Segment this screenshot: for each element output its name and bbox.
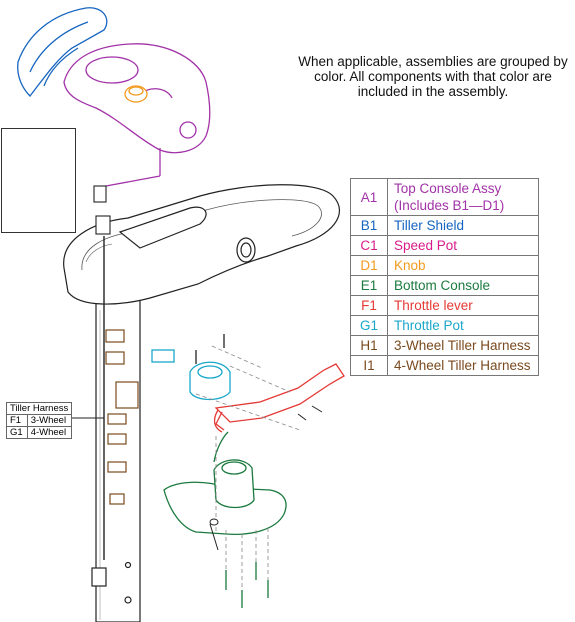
legend-code: I1 [350, 355, 388, 376]
knob [124, 85, 148, 103]
legend-code: B1 [350, 215, 388, 236]
legend-code: F1 [350, 295, 388, 316]
legend-label: Tiller Shield [387, 215, 539, 236]
harness-row-label: 3-Wheel [26, 414, 73, 427]
throttle-lever [213, 363, 345, 433]
tiller-shield [17, 7, 108, 97]
harness-row-label: 4-Wheel [26, 426, 73, 439]
throttle-pot [151, 334, 231, 401]
handlebar [63, 184, 340, 305]
legend-code: D1 [350, 255, 388, 276]
console-connector [93, 185, 111, 235]
legend-label: 3-Wheel Tiller Harness [387, 335, 539, 356]
legend-code: G1 [350, 315, 388, 336]
screws [209, 405, 323, 551]
color-group-note: When applicable, assemblies are grouped … [298, 54, 568, 99]
assembly-guides [195, 345, 301, 590]
top-console [63, 43, 211, 187]
legend-label: Speed Pot [387, 235, 539, 256]
harness-table-title: Tiller Harness [5, 402, 73, 415]
legend-label: Bottom Console [387, 275, 539, 296]
speed-pot-inset-box [1, 128, 76, 233]
harness-row-code: G1 [6, 426, 28, 439]
legend-code: A1 [350, 178, 388, 216]
legend-code: C1 [350, 235, 388, 256]
legend-code: E1 [350, 275, 388, 296]
legend-label: 4-Wheel Tiller Harness [387, 355, 539, 376]
legend-label: Throttle lever [387, 295, 539, 316]
tiller-harness-table: Tiller Harness F1 3-Wheel G1 4-Wheel [5, 402, 73, 439]
harness-row-code: F1 [6, 414, 28, 427]
legend-code: H1 [350, 335, 388, 356]
legend-label: Top Console Assy (Includes B1—D1) [387, 178, 539, 216]
bottom-console [163, 431, 287, 608]
legend-label: Throttle Pot [387, 315, 539, 336]
legend-label: Knob [387, 255, 539, 276]
tiller-harness [91, 236, 139, 587]
